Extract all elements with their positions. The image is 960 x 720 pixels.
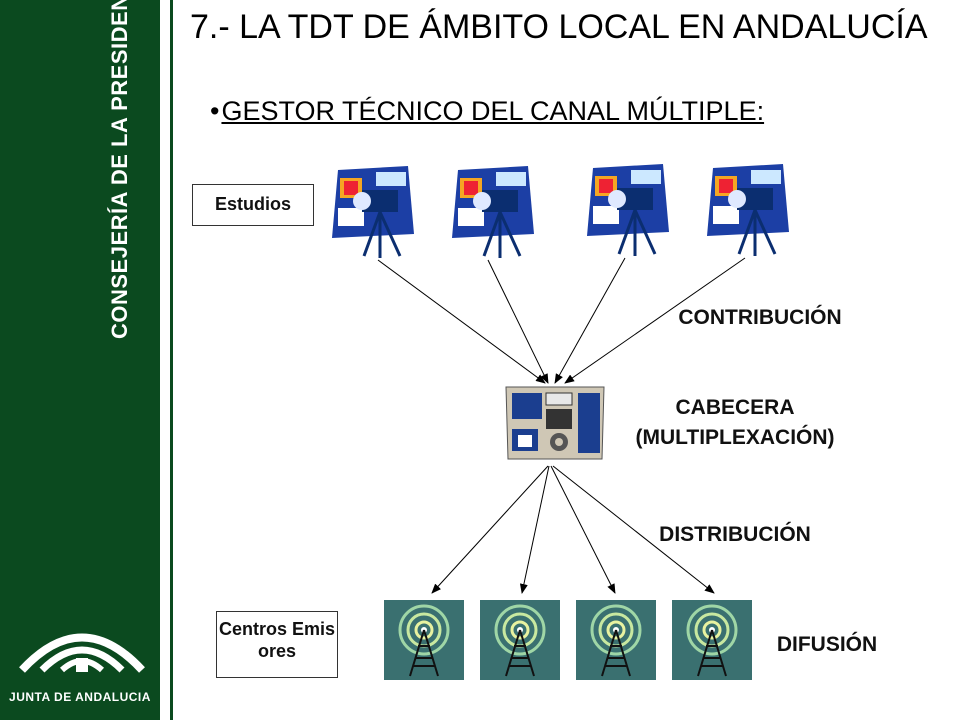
junta-logo-icon [19,633,145,673]
logo-text: JUNTA DE ANDALUCIA [9,690,151,704]
arrow-studio-1 [377,259,546,384]
headend-label: CABECERA (MULTIPLEXACIÓN) [635,396,835,449]
studios-label: Estudios [192,184,314,226]
distribution-label: DISTRIBUCIÓN [659,523,811,546]
transmitter-tower-icon [480,600,560,680]
broadcast-label: DIFUSIÓN [776,633,878,656]
transmitter-tower-icon [576,600,656,680]
video-camera-icon [332,166,414,258]
page-title: 7.- LA TDT DE ÁMBITO LOCAL EN ANDALUCÍA [190,8,928,46]
bullet: • [210,96,220,126]
arrow-studio-3 [554,257,626,384]
arrow-tower-3 [550,465,616,594]
video-camera-icon [587,164,669,256]
transmitter-tower-icon [672,600,752,680]
arrow-tower-1 [431,465,549,594]
page-subtitle: •GESTOR TÉCNICO DEL CANAL MÚLTIPLE: [210,96,764,127]
transmitting-centers-label: Centros Emisores [216,611,338,678]
video-camera-icon [452,166,534,258]
subtitle-text: GESTOR TÉCNICO DEL CANAL MÚLTIPLE: [221,96,765,126]
transmitter-tower-icon [384,600,464,680]
contribution-label: CONTRIBUCIÓN [678,306,842,329]
arrow-tower-2 [519,465,550,594]
arrow-studio-2 [487,259,549,384]
video-camera-icon [707,164,789,256]
sidebar-divider [170,0,173,720]
control-panel-icon [505,386,605,460]
arrow-studio-4 [564,257,746,384]
sidebar [0,0,160,720]
arrow-tower-4 [552,465,715,594]
